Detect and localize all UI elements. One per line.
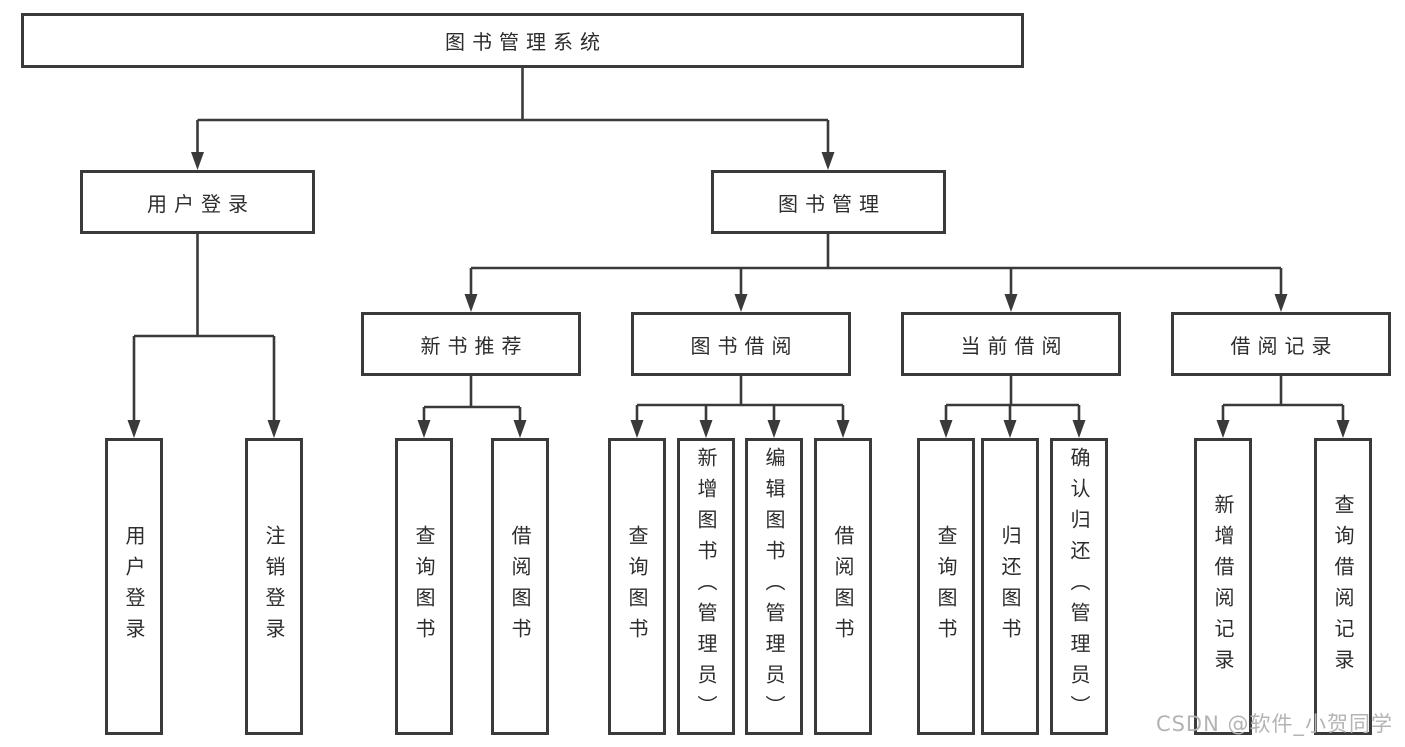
node-new-book-recommend: 新书推荐 — [361, 312, 581, 376]
csdn-watermark: CSDN @软件_小贺同学 — [1155, 712, 1393, 736]
node-edit-books-admin: 编辑图书（管理员） — [745, 438, 803, 735]
node-label: 借阅图书 — [831, 524, 855, 649]
node-label: 借阅记录 — [1230, 333, 1339, 358]
node-logout: 注销登录 — [245, 438, 303, 735]
node-label: 查询图书 — [934, 524, 958, 649]
node-label: 确认归还（管理员） — [1067, 447, 1091, 726]
node-label: 查询图书 — [625, 524, 649, 649]
node-label: 图书管理系统 — [445, 30, 607, 54]
node-add-borrow-record: 新增借阅记录 — [1194, 438, 1252, 735]
node-label: 新增借阅记录 — [1211, 493, 1235, 680]
node-label: 用户登录 — [122, 524, 146, 649]
node-user-login-action: 用户登录 — [105, 438, 163, 735]
node-label: 图书管理 — [778, 191, 886, 216]
node-label: 注销登录 — [262, 524, 286, 649]
node-current-borrowing: 当前借阅 — [901, 312, 1121, 376]
node-label: 借阅图书 — [508, 524, 532, 649]
node-label: 查询图书 — [412, 524, 436, 649]
node-label: 归还图书 — [998, 524, 1022, 649]
node-borrow-books-recommend: 借阅图书 — [491, 438, 549, 735]
node-confirm-return-admin: 确认归还（管理员） — [1050, 438, 1108, 735]
node-label: 查询借阅记录 — [1331, 493, 1355, 680]
node-label: 当前借阅 — [960, 333, 1069, 358]
node-label: 新增图书（管理员） — [694, 447, 718, 726]
node-book-management: 图书管理 — [711, 170, 946, 234]
node-user-login: 用户登录 — [80, 170, 315, 234]
node-book-borrowing: 图书借阅 — [631, 312, 851, 376]
node-label: 用户登录 — [147, 191, 255, 216]
node-query-books-current: 查询图书 — [917, 438, 975, 735]
node-query-books-borrowing: 查询图书 — [608, 438, 666, 735]
node-label: 编辑图书（管理员） — [762, 447, 786, 726]
node-label: 新书推荐 — [420, 333, 529, 358]
node-library-system: 图书管理系统 — [21, 13, 1024, 68]
node-query-books-recommend: 查询图书 — [395, 438, 453, 735]
node-borrowing-records: 借阅记录 — [1171, 312, 1391, 376]
node-add-books-admin: 新增图书（管理员） — [677, 438, 735, 735]
node-return-books: 归还图书 — [981, 438, 1039, 735]
node-query-borrow-record: 查询借阅记录 — [1314, 438, 1372, 735]
arrowheads — [127, 152, 1350, 438]
node-label: 图书借阅 — [690, 333, 799, 358]
node-borrow-books-action: 借阅图书 — [814, 438, 872, 735]
